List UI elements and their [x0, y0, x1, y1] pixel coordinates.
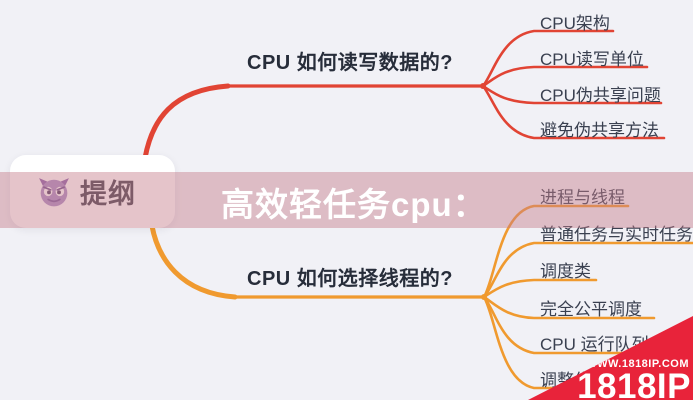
leaf-cpu-rw-unit[interactable]: CPU读写单位: [540, 50, 644, 69]
topic-read-write[interactable]: CPU 如何读写数据的?: [247, 52, 453, 74]
leaf-task-types[interactable]: 普通任务与实时任务: [540, 225, 693, 244]
leaf-sched-class[interactable]: 调度类: [540, 262, 591, 281]
leaf-cpu-arch[interactable]: CPU架构: [540, 14, 610, 33]
watermark-brand: 1818IP: [577, 367, 691, 400]
branch-red-lines: [142, 29, 666, 161]
leaf-avoid-sharing[interactable]: 避免伪共享方法: [540, 121, 659, 140]
branch-orange-lines: [149, 204, 693, 390]
caption-title: 高效轻任务cpu：: [221, 186, 487, 223]
root-node[interactable]: 提纲: [10, 155, 175, 228]
leaf-run-queue[interactable]: CPU 运行队列: [540, 335, 649, 354]
caption-band: [0, 172, 693, 228]
leaf-process-thread[interactable]: 进程与线程: [540, 188, 625, 207]
topic-thread-select[interactable]: CPU 如何选择线程的?: [247, 268, 453, 290]
devil-emoji-icon: [38, 177, 70, 207]
leaf-cfs[interactable]: 完全公平调度: [540, 300, 642, 319]
root-node-label: 提纲: [80, 179, 136, 209]
watermark-site-url: WWW.1818IP.COM: [586, 358, 689, 370]
leaf-false-sharing[interactable]: CPU伪共享问题: [540, 86, 661, 105]
